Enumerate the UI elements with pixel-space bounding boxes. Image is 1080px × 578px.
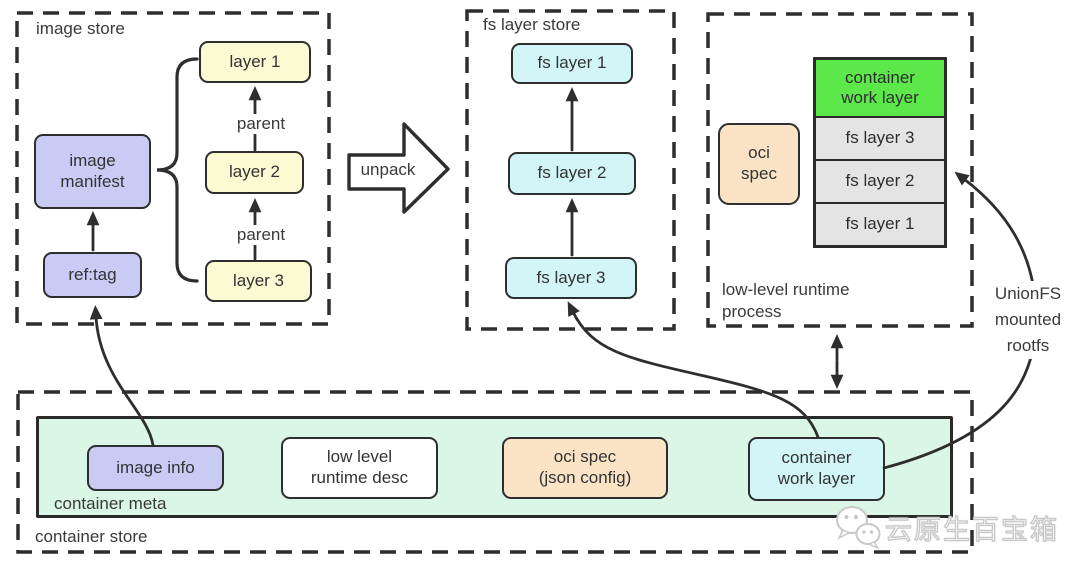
unionfs-mounted-rootfs-note: UnionFS mounted rootfs (978, 281, 1078, 359)
mounted-rootfs-stack: container work layer fs layer 3 fs layer… (813, 57, 947, 248)
watermark-text: 云原生百宝箱 (884, 514, 1059, 545)
stack-fs-layer-3: fs layer 3 (816, 116, 944, 159)
parent-label-2: parent (228, 225, 294, 245)
container-store-title: container store (35, 527, 148, 546)
layer-3-box: layer 3 (205, 260, 312, 302)
image-store-title: image store (36, 19, 125, 38)
unpack-label: unpack (360, 160, 416, 179)
fs-layer-3-box: fs layer 3 (505, 257, 637, 299)
oci-spec-runtime-box: oci spec (718, 123, 800, 205)
fs-layer-1-box: fs layer 1 (511, 43, 633, 84)
low-level-runtime-desc-box: low level runtime desc (281, 437, 438, 499)
container-work-layer-box: container work layer (748, 437, 885, 501)
stack-fs-layer-2: fs layer 2 (816, 159, 944, 202)
stack-fs-layer-1: fs layer 1 (816, 202, 944, 245)
layer-1-box: layer 1 (199, 41, 311, 83)
container-meta-title: container meta (54, 494, 167, 513)
fs-layer-2-box: fs layer 2 (508, 152, 636, 195)
image-info-box: image info (87, 445, 224, 491)
watermark: 云原生百宝箱 (834, 504, 1059, 550)
stack-container-work-layer: container work layer (816, 60, 944, 116)
oci-spec-json-box: oci spec (json config) (502, 437, 668, 499)
fs-layer-store-title: fs layer store (483, 15, 581, 34)
ref-tag-box: ref:tag (43, 252, 142, 298)
layer-2-box: layer 2 (205, 151, 304, 194)
runtime-process-title: low-level runtime process (722, 280, 850, 321)
image-manifest-box: image manifest (34, 134, 151, 209)
wechat-icon (836, 506, 881, 550)
manifest-layers-brace (156, 57, 199, 283)
parent-label-1: parent (228, 114, 294, 134)
